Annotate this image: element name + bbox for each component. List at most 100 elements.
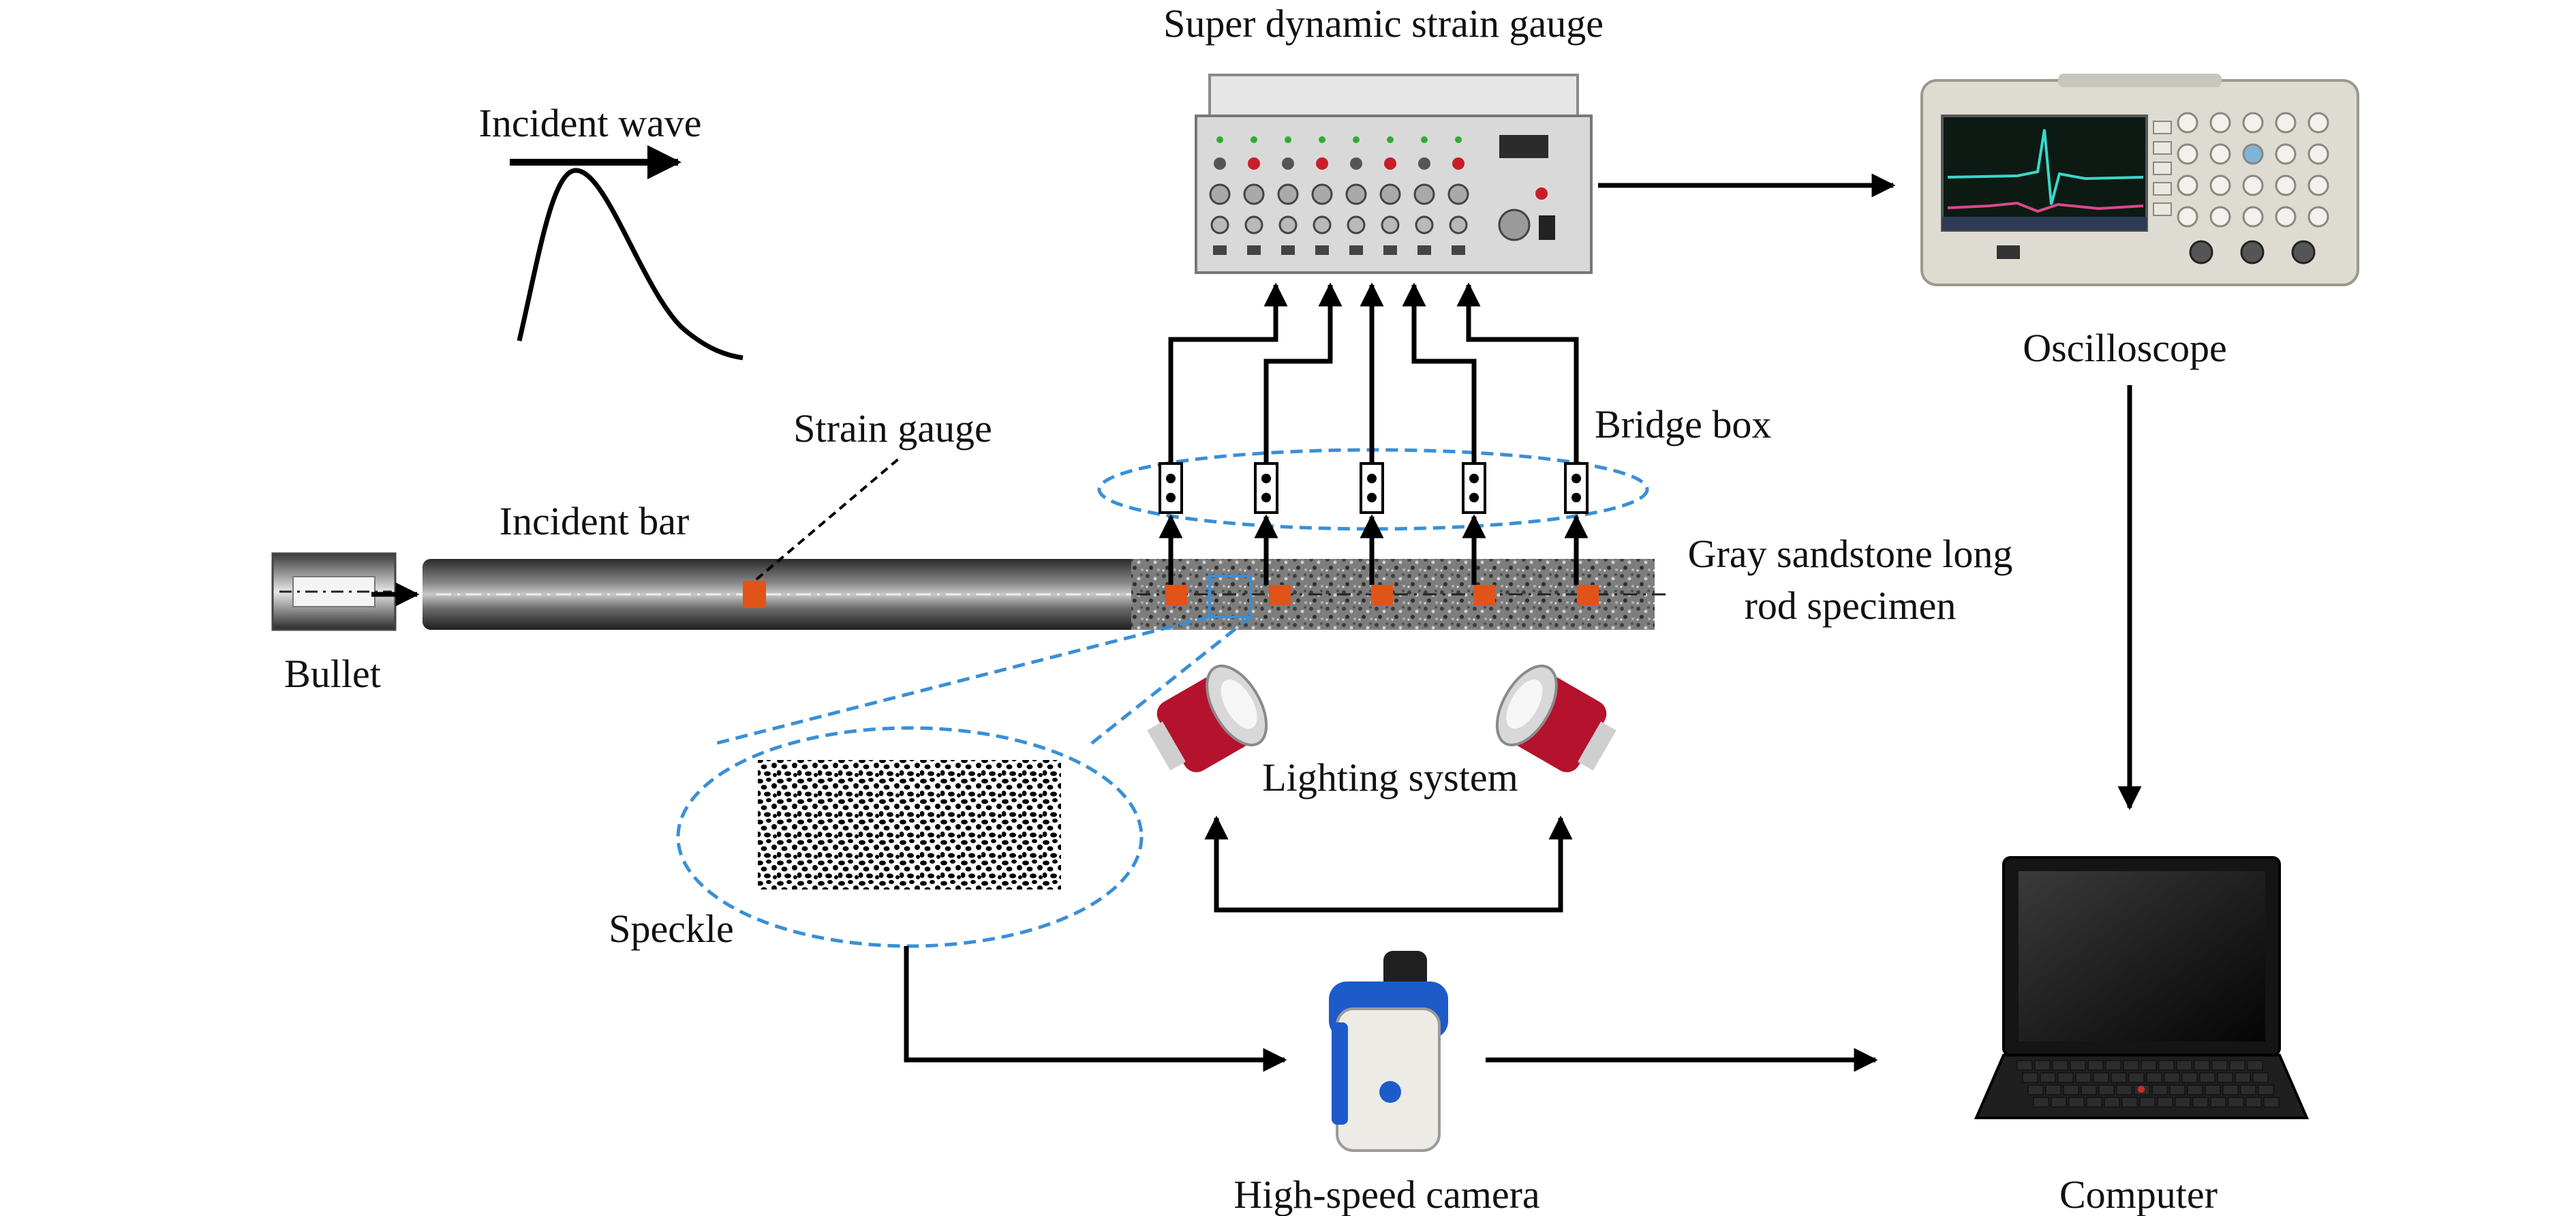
laptop-key (2081, 1084, 2097, 1095)
camera-side-strip (1332, 1022, 1348, 1125)
device-channel-knobs (1209, 136, 1469, 255)
device-power-switch (1539, 215, 1555, 240)
bridge-to-amplifier-wires (1168, 282, 1579, 463)
channel-led (1387, 136, 1394, 143)
laptop-key (2052, 1060, 2068, 1071)
channel-knob (1345, 183, 1367, 205)
laptop-key (2228, 1097, 2244, 1108)
channel-button (1214, 157, 1226, 170)
lighting-connection-arrows (1204, 815, 1573, 913)
bridge-terminal-2 (1254, 462, 1278, 514)
oscilloscope-knob (2275, 206, 2297, 228)
channel-connector (1247, 245, 1261, 255)
channel-button (1384, 157, 1396, 170)
oscilloscope-knob (2177, 174, 2198, 196)
channel-led (1251, 136, 1257, 143)
oscilloscope-trace-cyan (1947, 129, 2144, 205)
laptop-key (2051, 1097, 2067, 1108)
laptop-key (2157, 1097, 2173, 1108)
camera-logo (1379, 1081, 1401, 1103)
laptop-key (2217, 1072, 2233, 1083)
oscilloscope-softkey (2153, 182, 2172, 196)
channel-knob (1313, 215, 1332, 234)
laptop-key (2098, 1084, 2115, 1095)
laptop-key (2116, 1084, 2132, 1095)
oscilloscope-label: Oscilloscope (2023, 326, 2227, 370)
laptop-key (2068, 1097, 2085, 1108)
channel-button (1316, 157, 1328, 170)
laptop-key (2245, 1097, 2262, 1108)
oscilloscope-knob (2275, 143, 2297, 165)
laptop-key (2263, 1097, 2280, 1108)
channel-knob (1449, 215, 1468, 234)
oscilloscope-knob (2209, 143, 2231, 165)
laptop-key (2093, 1072, 2109, 1083)
laptop-key (2017, 1060, 2033, 1071)
oscilloscope-knob (2242, 112, 2264, 134)
incident-wave-label: Incident wave (479, 101, 702, 145)
high-speed-camera (1329, 951, 1448, 1152)
laptop-key (2040, 1072, 2056, 1083)
channel-knob (1381, 215, 1400, 234)
laptop-key (2075, 1072, 2091, 1083)
specimen-label-line2: rod specimen (1745, 583, 1957, 628)
laptop-key (2057, 1072, 2074, 1083)
laptop-key (2205, 1084, 2221, 1095)
incident-bar-label: Incident bar (500, 499, 690, 543)
device-red-button (1535, 187, 1548, 200)
lamp-right (1495, 665, 1616, 772)
specimen-label-line1: Gray sandstone long (1688, 532, 2013, 576)
channel-connector (1417, 245, 1431, 255)
laptop-key (2252, 1072, 2269, 1083)
specimen-gauge-3 (1371, 585, 1393, 605)
gauge-to-bridge-arrows (1159, 514, 1589, 585)
oscilloscope-knob (2307, 206, 2329, 228)
channel-knob (1415, 215, 1434, 234)
high-speed-camera-label: High-speed camera (1233, 1172, 1539, 1216)
channel-knob (1243, 183, 1265, 205)
lamp-left (1147, 665, 1268, 772)
laptop-key (2151, 1084, 2168, 1095)
laptop-key (2169, 1084, 2186, 1095)
bridge-terminal-3 (1360, 462, 1384, 514)
channel-led (1421, 136, 1428, 143)
laptop-key (2222, 1084, 2239, 1095)
strain-gauge-leader (755, 457, 901, 581)
laptop-key (2034, 1060, 2051, 1071)
laptop-key (2123, 1060, 2139, 1071)
laptop-key (2141, 1060, 2157, 1071)
wave-pulse-curve (517, 168, 743, 361)
strain-gauge-device-label: Super dynamic strain gauge (1163, 1, 1604, 46)
channel-connector (1349, 245, 1363, 255)
oscilloscope-knob (2242, 143, 2264, 165)
oscilloscope-usb-port (1997, 245, 2020, 259)
laptop-key (2027, 1084, 2044, 1095)
speckle-zoom (676, 615, 1252, 948)
channel-knob (1379, 183, 1401, 205)
laptop-key (2192, 1097, 2209, 1108)
laptop-key (2158, 1060, 2175, 1071)
laptop-key (2240, 1084, 2256, 1095)
laptop-key (2063, 1084, 2079, 1095)
oscilloscope-knob (2275, 174, 2297, 196)
bridge-terminal-5 (1564, 462, 1589, 514)
oscilloscope-screen-footer (1942, 217, 2147, 230)
channel-button (1418, 157, 1430, 170)
oscilloscope-trace-pink (1947, 201, 2144, 213)
channel-knob (1209, 183, 1231, 205)
laptop-computer (1974, 856, 2310, 1119)
laptop-key (2199, 1072, 2215, 1083)
specimen-gauge-2 (1269, 585, 1291, 605)
oscilloscope-softkey (2153, 141, 2172, 155)
incident-bar (423, 457, 1138, 630)
oscilloscope-knob (2307, 143, 2329, 165)
laptop-key (2104, 1097, 2120, 1108)
oscilloscope-knob (2209, 174, 2231, 196)
oscilloscope-softkey (2153, 162, 2172, 175)
laptop-key (2105, 1060, 2121, 1071)
oscilloscope-knob (2242, 174, 2264, 196)
laptop-key (2187, 1084, 2203, 1095)
channel-knob (1447, 183, 1469, 205)
laptop-key (2111, 1072, 2127, 1083)
